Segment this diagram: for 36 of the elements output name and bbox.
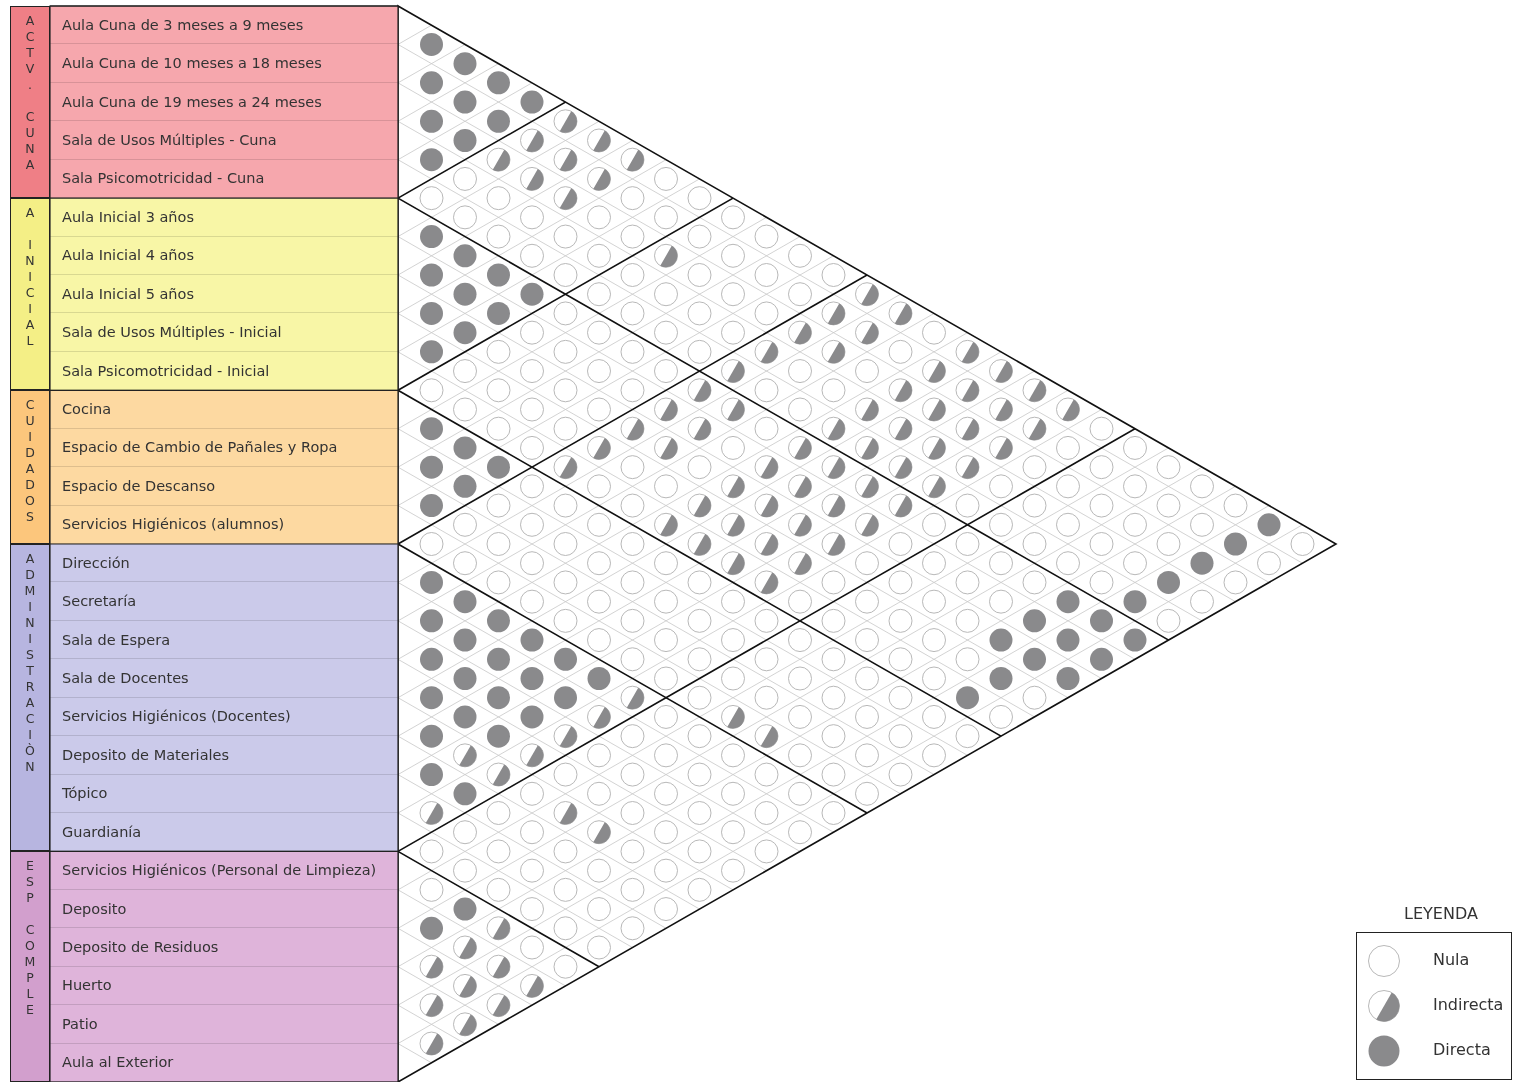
room-label: Aula al Exterior bbox=[50, 1043, 398, 1082]
category-band: ADMINISTRACIÒN bbox=[10, 544, 50, 852]
room-label: Aula Cuna de 19 meses a 24 meses bbox=[50, 82, 398, 122]
room-label: Espacio de Cambio de Pañales y Ropa bbox=[50, 428, 398, 468]
room-label: Guardianía bbox=[50, 813, 398, 852]
room-label: Aula Inicial 5 años bbox=[50, 275, 398, 314]
room-label: Aula Cuna de 3 meses a 9 meses bbox=[50, 6, 398, 45]
room-label: Espacio de Descanso bbox=[50, 467, 398, 506]
legend-label: Nula bbox=[1433, 950, 1470, 969]
room-label: Secretaría bbox=[50, 582, 398, 621]
room-label: Sala de Usos Múltiples - Inicial bbox=[50, 313, 398, 352]
room-label: Cocina bbox=[50, 390, 398, 429]
room-label: Sala Psicomotricidad - Inicial bbox=[50, 351, 398, 391]
room-label: Tópico bbox=[50, 774, 398, 813]
category-band: ACTV. CUNA bbox=[10, 6, 50, 199]
legend-title: LEYENDA bbox=[1404, 904, 1478, 923]
category-band: ESP COMPLE bbox=[10, 851, 50, 1082]
category-band: A INICIAL bbox=[10, 198, 50, 391]
room-label: Sala de Usos Múltiples - Cuna bbox=[50, 121, 398, 160]
room-label: Patio bbox=[50, 1005, 398, 1044]
legend-label: Directa bbox=[1433, 1040, 1491, 1059]
room-label: Deposito de Residuos bbox=[50, 928, 398, 967]
room-label: Sala de Espera bbox=[50, 620, 398, 660]
room-label: Sala de Docentes bbox=[50, 659, 398, 698]
room-label: Huerto bbox=[50, 966, 398, 1006]
room-label: Dirección bbox=[50, 544, 398, 583]
legend-label: Indirecta bbox=[1433, 995, 1504, 1014]
room-label: Aula Inicial 3 años bbox=[50, 198, 398, 237]
room-label: Servicios Higiénicos (alumnos) bbox=[50, 505, 398, 544]
room-label: Deposito bbox=[50, 889, 398, 929]
category-band: CUIDADOS bbox=[10, 390, 50, 544]
room-label: Aula Inicial 4 años bbox=[50, 236, 398, 275]
room-label: Deposito de Materiales bbox=[50, 736, 398, 775]
room-label: Servicios Higiénicos (Personal de Limpieza) bbox=[50, 851, 398, 890]
room-label: Aula Cuna de 10 meses a 18 meses bbox=[50, 44, 398, 83]
room-label: Servicios Higiénicos (Docentes) bbox=[50, 697, 398, 737]
